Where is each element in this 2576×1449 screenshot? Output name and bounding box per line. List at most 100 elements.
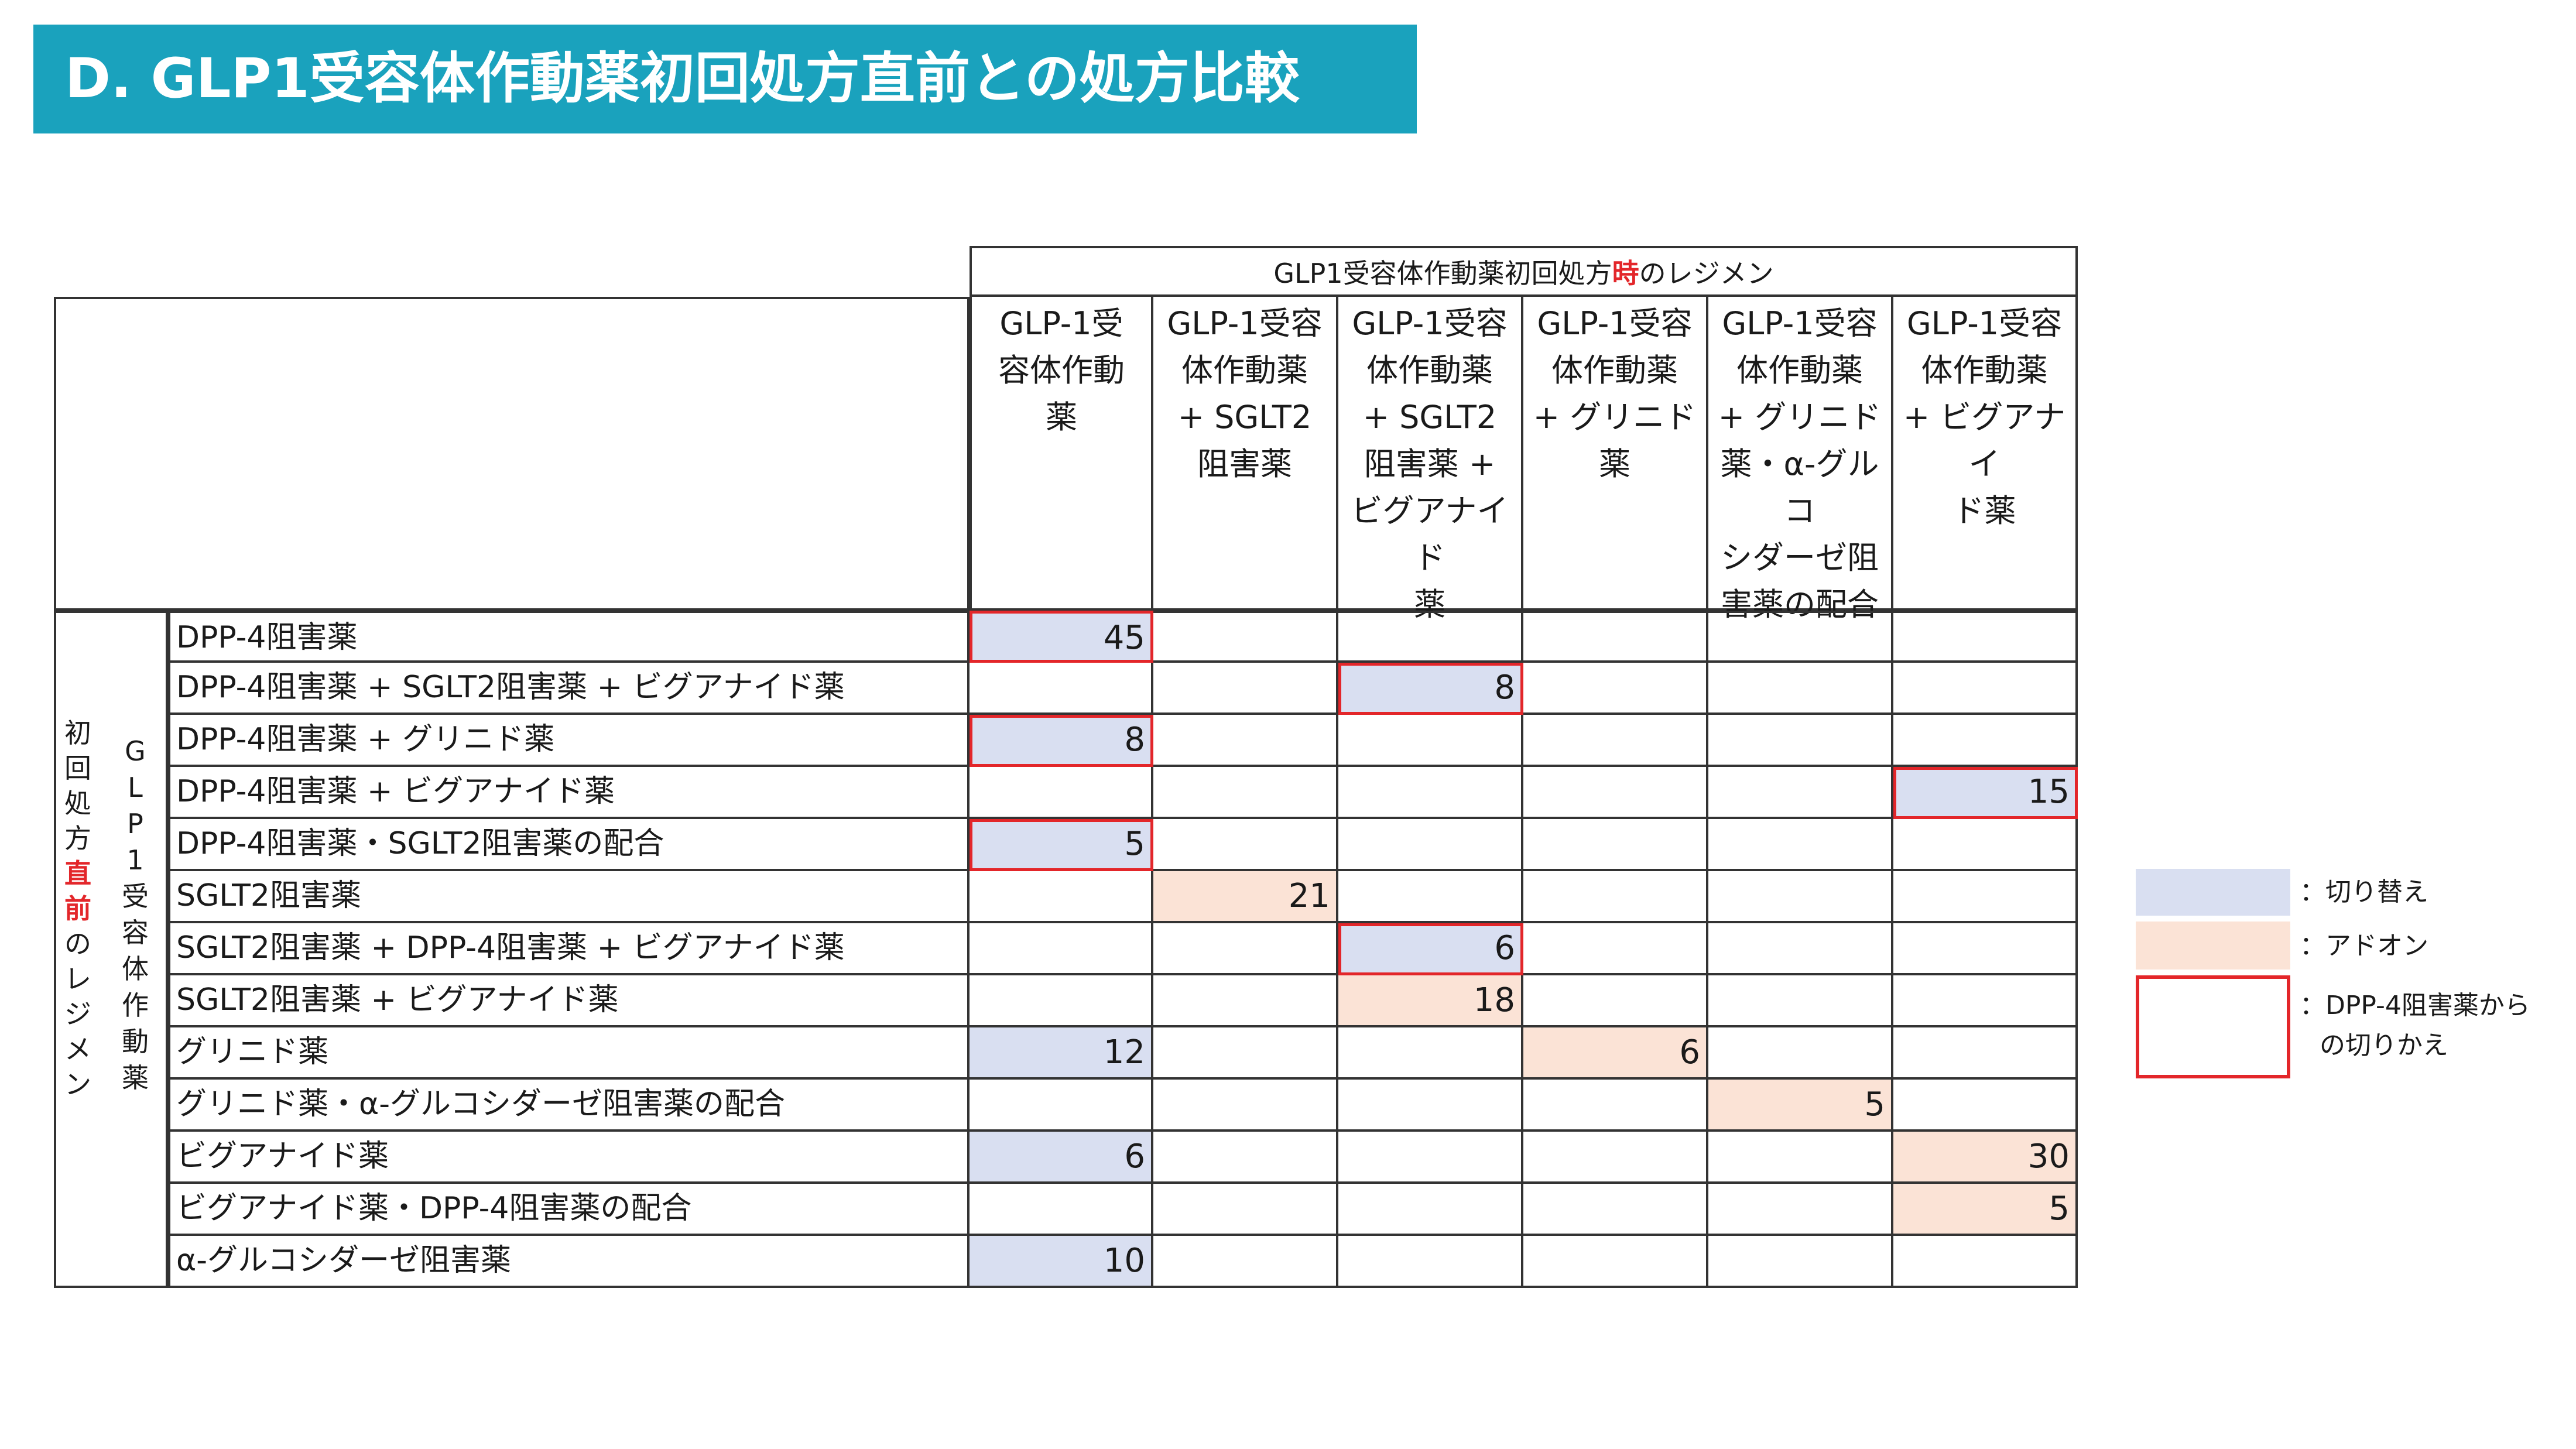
legend-dpp-swatch [2136, 975, 2290, 1078]
row-label: DPP-4阻害薬・SGLT2阻害薬の配合 [168, 819, 970, 871]
table-cell [1708, 1132, 1893, 1184]
page-title: D. GLP1受容体作動薬初回処方直前との処方比較 [33, 25, 1417, 133]
sidebar-char: G [125, 735, 146, 767]
row-label: グリニド薬 [168, 1027, 970, 1080]
sidebar-char: P [127, 808, 143, 840]
table-cell [1523, 611, 1708, 663]
table-cell [1153, 663, 1338, 715]
row-label: DPP-4阻害薬 [168, 611, 970, 663]
table-cell [1153, 975, 1338, 1027]
table-cell [1523, 871, 1708, 923]
row-label: ビグアナイド薬 [168, 1132, 970, 1184]
table-cell [1893, 975, 2078, 1027]
table-cell [1153, 1080, 1338, 1132]
table-cell [1523, 767, 1708, 819]
sidebar-char: 回 [64, 752, 91, 784]
column-header-6: GLP-1受容 体作動薬 + ビグアナイ ド薬 [1893, 297, 2078, 611]
table-cell [1338, 1080, 1523, 1132]
sidebar-char: 容 [122, 917, 149, 948]
table-cell [1523, 819, 1708, 871]
supertitle-text-end: のレジメン [1639, 257, 1774, 289]
sidebar-char: 直 [64, 858, 91, 889]
row-label: グリニド薬・α-グルコシダーゼ阻害薬の配合 [168, 1080, 970, 1132]
table-cell [1893, 1236, 2078, 1288]
sidebar-char: レ [64, 963, 91, 995]
table-cell-value: 5 [970, 819, 1153, 871]
legend-addon-swatch [2136, 922, 2290, 970]
table-corner-cell [54, 297, 970, 611]
sidebar-char: 前 [64, 893, 91, 924]
table-cell [1523, 1080, 1708, 1132]
legend-switch-swatch [2136, 869, 2290, 916]
column-header-1: GLP-1受 容体作動 薬 [970, 297, 1153, 611]
table-cell-value: 6 [1338, 923, 1523, 975]
table-cell [1338, 611, 1523, 663]
table-cell-value: 5 [1893, 1184, 2078, 1236]
table-cell [1338, 767, 1523, 819]
table-cell [1893, 871, 2078, 923]
table-cell [1153, 1184, 1338, 1236]
table-cell [1708, 975, 1893, 1027]
sidebar-char: L [128, 772, 143, 803]
table-cell [1893, 611, 2078, 663]
table-supertitle: GLP1受容体作動薬初回処方時のレジメン [970, 246, 2078, 297]
table-cell [1523, 1236, 1708, 1288]
legend-dpp-label-line1: ：DPP-4阻害薬から [2300, 991, 2530, 1020]
table-cell [1153, 611, 1338, 663]
column-header-2: GLP-1受容 体作動薬 + SGLT2 阻害薬 [1153, 297, 1338, 611]
table-cell [1338, 819, 1523, 871]
table-cell [1523, 663, 1708, 715]
row-group-label-outer: 初回処方直前のレジメン [64, 715, 91, 1102]
supertitle-text: GLP1受容体作動薬初回処方 [1273, 257, 1612, 289]
table-cell [1153, 715, 1338, 767]
table-cell-value: 30 [1893, 1132, 2078, 1184]
row-label: α-グルコシダーゼ阻害薬 [168, 1236, 970, 1288]
sidebar-char: 処 [64, 787, 91, 819]
table-cell [1708, 663, 1893, 715]
sidebar-char: 1 [126, 844, 144, 876]
legend-dpp-label-line2: の切りかえ [2320, 1030, 2448, 1060]
table-cell-value: 18 [1338, 975, 1523, 1027]
sidebar-char: の [64, 928, 91, 960]
table-cell [1338, 871, 1523, 923]
table-cell [970, 975, 1153, 1027]
table-cell [1708, 923, 1893, 975]
table-cell [1893, 923, 2078, 975]
table-cell-value: 12 [970, 1027, 1153, 1080]
table-cell [1708, 1184, 1893, 1236]
sidebar-char: ン [64, 1068, 91, 1100]
sidebar-char: 方 [64, 823, 91, 854]
row-label: DPP-4阻害薬 + SGLT2阻害薬 + ビグアナイド薬 [168, 663, 970, 715]
table-cell-value: 6 [970, 1132, 1153, 1184]
sidebar-char: ジ [64, 998, 91, 1030]
table-cell-value: 8 [1338, 663, 1523, 715]
table-cell [1893, 1080, 2078, 1132]
table-cell [970, 767, 1153, 819]
sidebar-char: 作 [122, 989, 149, 1021]
row-label: DPP-4阻害薬 + グリニド薬 [168, 715, 970, 767]
table-cell [1893, 819, 2078, 871]
table-cell-value: 8 [970, 715, 1153, 767]
row-label: SGLT2阻害薬 + ビグアナイド薬 [168, 975, 970, 1027]
row-label: SGLT2阻害薬 + DPP-4阻害薬 + ビグアナイド薬 [168, 923, 970, 975]
table-cell [1708, 1027, 1893, 1080]
table-cell [1523, 1184, 1708, 1236]
table-cell [1338, 1236, 1523, 1288]
table-cell [1153, 1027, 1338, 1080]
table-cell [1338, 1132, 1523, 1184]
column-header-4: GLP-1受容 体作動薬 + グリニド薬 [1523, 297, 1708, 611]
table-cell [1153, 1132, 1338, 1184]
sidebar-char: 薬 [122, 1062, 149, 1094]
table-cell [1338, 1184, 1523, 1236]
table-blank-corner [54, 246, 970, 297]
table-cell [970, 923, 1153, 975]
table-cell [1523, 1132, 1708, 1184]
row-label: SGLT2阻害薬 [168, 871, 970, 923]
table-cell-value: 21 [1153, 871, 1338, 923]
sidebar-char: 動 [122, 1026, 149, 1057]
row-label: DPP-4阻害薬 + ビグアナイド薬 [168, 767, 970, 819]
table-cell [1708, 767, 1893, 819]
